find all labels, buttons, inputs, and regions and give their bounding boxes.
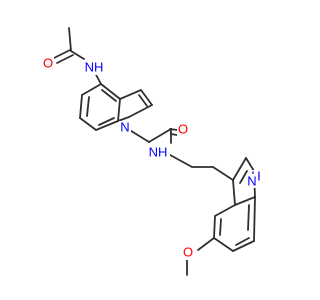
pyrrole-bond (117, 116, 130, 122)
indole-nitrogen-label-bg (119, 121, 131, 135)
acetamide-nh-label-bg (84, 61, 102, 75)
indole-ring-bond (117, 98, 121, 122)
second-pyrrole-bond (234, 196, 256, 206)
second-benzene-inner-bond (235, 237, 250, 246)
amide-nh-label-bg (146, 146, 170, 160)
second-benzene-inner-bond (247, 204, 250, 231)
indole-n-label-bg (246, 174, 258, 188)
methoxy-oxygen-label: O (183, 244, 193, 259)
amide-oxygen-label: O (178, 121, 188, 136)
acetamide-nh-bond (70, 50, 85, 60)
indole-n-label: N (247, 173, 256, 188)
acetamide-oxygen-label-bg (42, 57, 54, 71)
second-benzene-bond (232, 240, 255, 252)
indole-inner-double-bond (98, 117, 115, 126)
second-benzene-inner-bond (219, 218, 222, 236)
indole-ring-bond (79, 94, 83, 119)
indole-nitrogen-label: N (120, 119, 129, 134)
carbonyl-double-bond-a (53, 49, 71, 59)
pyrrole-bond (119, 89, 142, 100)
amide-nh-label: NH (149, 144, 168, 159)
second-pyrrole-bond (232, 157, 247, 181)
atom-label-layer: O NH N O NH H N O (42, 55, 262, 260)
molecule-diagram: O NH N O NH H N O (42, 27, 262, 276)
bond-layer (53, 27, 256, 276)
acetamide-oxygen-label: O (43, 55, 53, 70)
amide-double-bond-b (170, 133, 178, 136)
acetamide-nh-label: NH (85, 59, 104, 74)
indole-inner-double-bond (86, 96, 90, 117)
pyrrole-bond (128, 104, 153, 118)
second-pyrrole-bond (245, 157, 255, 172)
second-benzene-bond (214, 204, 236, 217)
methyl-bond (68, 27, 72, 52)
methylene-carbonyl-bond (148, 128, 172, 143)
second-benzene-bond (213, 237, 234, 252)
second-pyrrole-bond (232, 179, 236, 206)
amide-oxygen-label-bg (177, 123, 189, 137)
indole-ring-bond (79, 117, 97, 131)
indole-inner-double-bond (101, 89, 117, 102)
pyrrole-bond (138, 94, 148, 107)
indole-ring-bond (81, 83, 102, 96)
n-methylene-bond (127, 128, 150, 143)
ethyl-to-indole-bond (212, 166, 234, 181)
indole-ring-bond (95, 120, 119, 131)
carbonyl-double-bond-b (56, 54, 74, 64)
methoxy-bond (197, 237, 215, 251)
methoxy-oxygen-label-bg (182, 246, 194, 260)
pyrrole-bond (140, 89, 153, 106)
second-benzene-bond (213, 215, 216, 239)
second-benzene-bond (253, 196, 256, 242)
indole-ring-bond (100, 83, 121, 100)
second-pyrrole-inner-bond (239, 170, 248, 184)
